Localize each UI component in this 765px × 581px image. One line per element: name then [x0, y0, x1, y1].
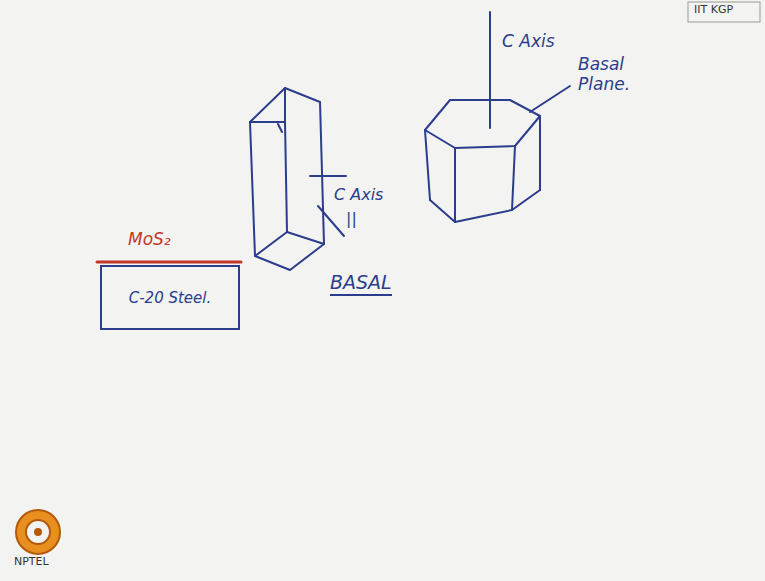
- steel-substrate-box: C-20 Steel.: [100, 265, 240, 330]
- hex-prism-side: [250, 88, 346, 270]
- nptel-logo: [16, 510, 60, 554]
- coating-label: MoS₂: [128, 230, 171, 250]
- box-text: C-20 Steel.: [129, 289, 212, 307]
- coating-layer: [97, 261, 241, 264]
- badge-frame: [688, 2, 760, 22]
- parallel-mark: ||: [346, 210, 357, 228]
- axis-label: C Axis: [502, 32, 555, 52]
- plane-label: Basal Plane.: [578, 55, 650, 94]
- badge-text: IIT KGP: [694, 4, 733, 17]
- hex-prism-upright: [425, 12, 570, 222]
- axis-label: C Axis: [334, 186, 383, 204]
- logo-text: NPTEL: [14, 556, 49, 569]
- plane-label: BASAL: [330, 272, 392, 296]
